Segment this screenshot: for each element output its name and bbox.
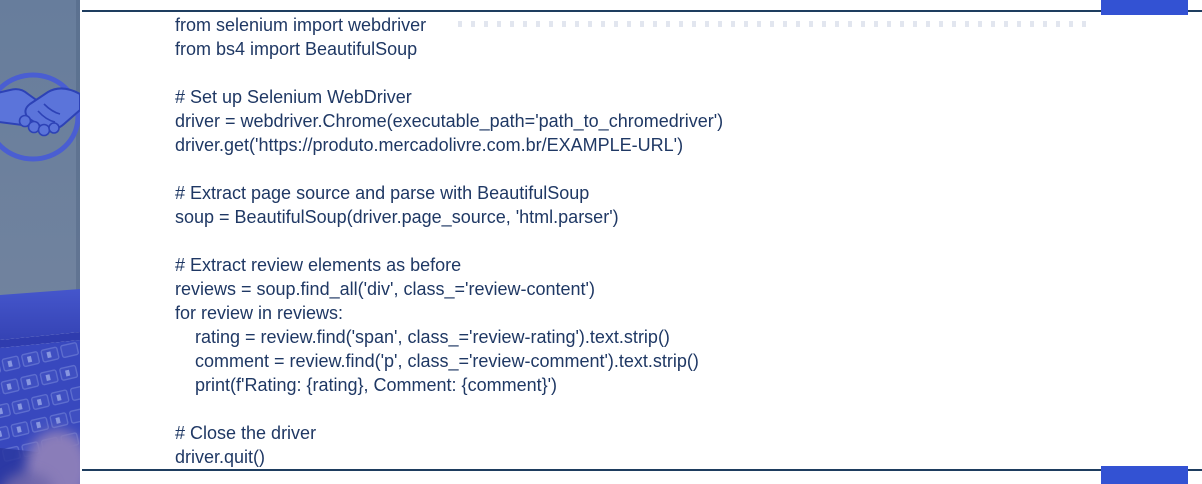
code-line: rating = review.find('span', class_='rev… (175, 327, 670, 347)
code-line: from bs4 import BeautifulSoup (175, 39, 418, 59)
code-line (175, 229, 723, 253)
code-line: comment = review.find('p', class_='revie… (175, 351, 699, 371)
code-line: driver = webdriver.Chrome(executable_pat… (175, 111, 724, 131)
accent-bar-bottom-right (1101, 466, 1188, 484)
code-line: driver.get('https://produto.mercadolivre… (175, 135, 684, 155)
bottom-rule (82, 469, 1202, 471)
code-line: soup = BeautifulSoup(driver.page_source,… (175, 207, 619, 227)
code-block: from selenium import webdriver from bs4 … (175, 13, 723, 469)
laptop-keyboard-photo (0, 0, 80, 484)
faint-dotted-line (458, 21, 1090, 27)
code-line: # Extract page source and parse with Bea… (175, 183, 590, 203)
code-line: for review in reviews: (175, 303, 344, 323)
photo-sidebar (0, 0, 80, 484)
code-line: print(f'Rating: {rating}, Comment: {comm… (175, 375, 558, 395)
code-line: # Extract review elements as before (175, 255, 462, 275)
code-line: reviews = soup.find_all('div', class_='r… (175, 279, 595, 299)
code-line (175, 397, 723, 421)
code-line: # Set up Selenium WebDriver (175, 87, 412, 107)
top-rule (82, 10, 1202, 12)
code-line: # Close the driver (175, 423, 317, 443)
code-line: driver.quit() (175, 447, 266, 467)
accent-bar-top-right (1101, 0, 1188, 15)
code-line (175, 61, 723, 85)
mercado-livre-handshake-logo (0, 72, 80, 162)
code-line: from selenium import webdriver (175, 15, 427, 35)
hand-photo (4, 430, 80, 484)
code-line (175, 157, 723, 181)
